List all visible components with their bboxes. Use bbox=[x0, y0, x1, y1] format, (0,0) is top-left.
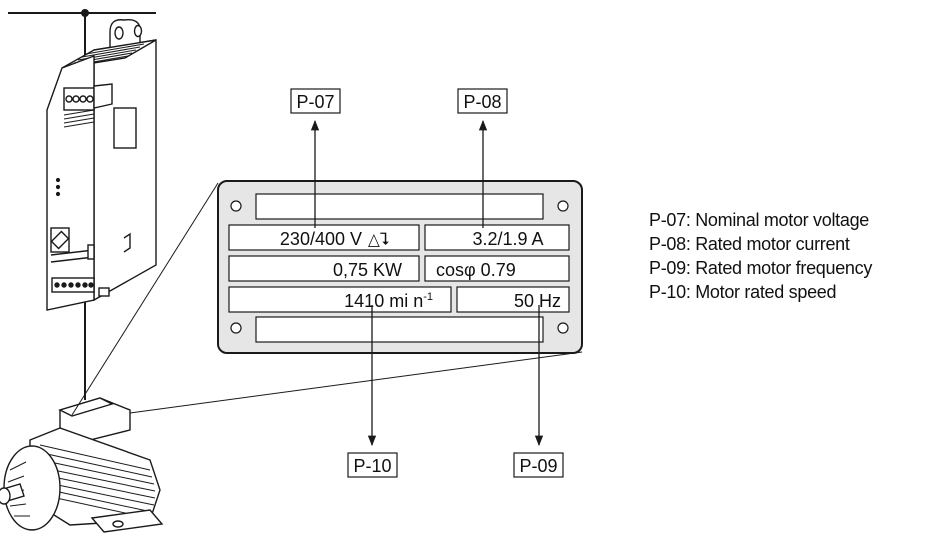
zoom-lines bbox=[71, 182, 583, 416]
tag-p08: P-08 bbox=[463, 92, 501, 112]
legend-item-p10: P-10: Motor rated speed bbox=[649, 282, 837, 302]
legend-item-p07: P-07: Nominal motor voltage bbox=[649, 210, 870, 230]
connection-symbol: △⮧ bbox=[368, 230, 390, 249]
cos-phi-value: cosφ 0.79 bbox=[436, 260, 516, 280]
speed-text: 1410 mi n bbox=[344, 291, 423, 311]
frequency-inverter-icon bbox=[46, 19, 157, 311]
speed-exponent: -1 bbox=[423, 291, 433, 303]
legend-item-p09: P-09: Rated motor frequency bbox=[649, 258, 873, 278]
tag-p07: P-07 bbox=[296, 92, 334, 112]
motor-nameplate bbox=[217, 180, 583, 354]
legend-item-p08: P-08: Rated motor current bbox=[649, 234, 850, 254]
current-value: 3.2/1.9 A bbox=[472, 229, 543, 249]
tag-p10: P-10 bbox=[353, 456, 391, 476]
speed-value: 1410 mi n-1 bbox=[344, 291, 433, 311]
frequency-value: 50 Hz bbox=[514, 291, 561, 311]
parameter-tags: P-07 P-08 P-10 P-09 bbox=[290, 88, 564, 478]
power-value: 0,75 KW bbox=[333, 260, 402, 280]
voltage-value: 230/400 V bbox=[280, 229, 362, 249]
parameter-arrows bbox=[310, 119, 544, 447]
parameter-legend: P-07: Nominal motor voltage P-08: Rated … bbox=[649, 208, 872, 304]
motor-icon bbox=[0, 397, 164, 533]
tag-p09: P-09 bbox=[519, 456, 557, 476]
